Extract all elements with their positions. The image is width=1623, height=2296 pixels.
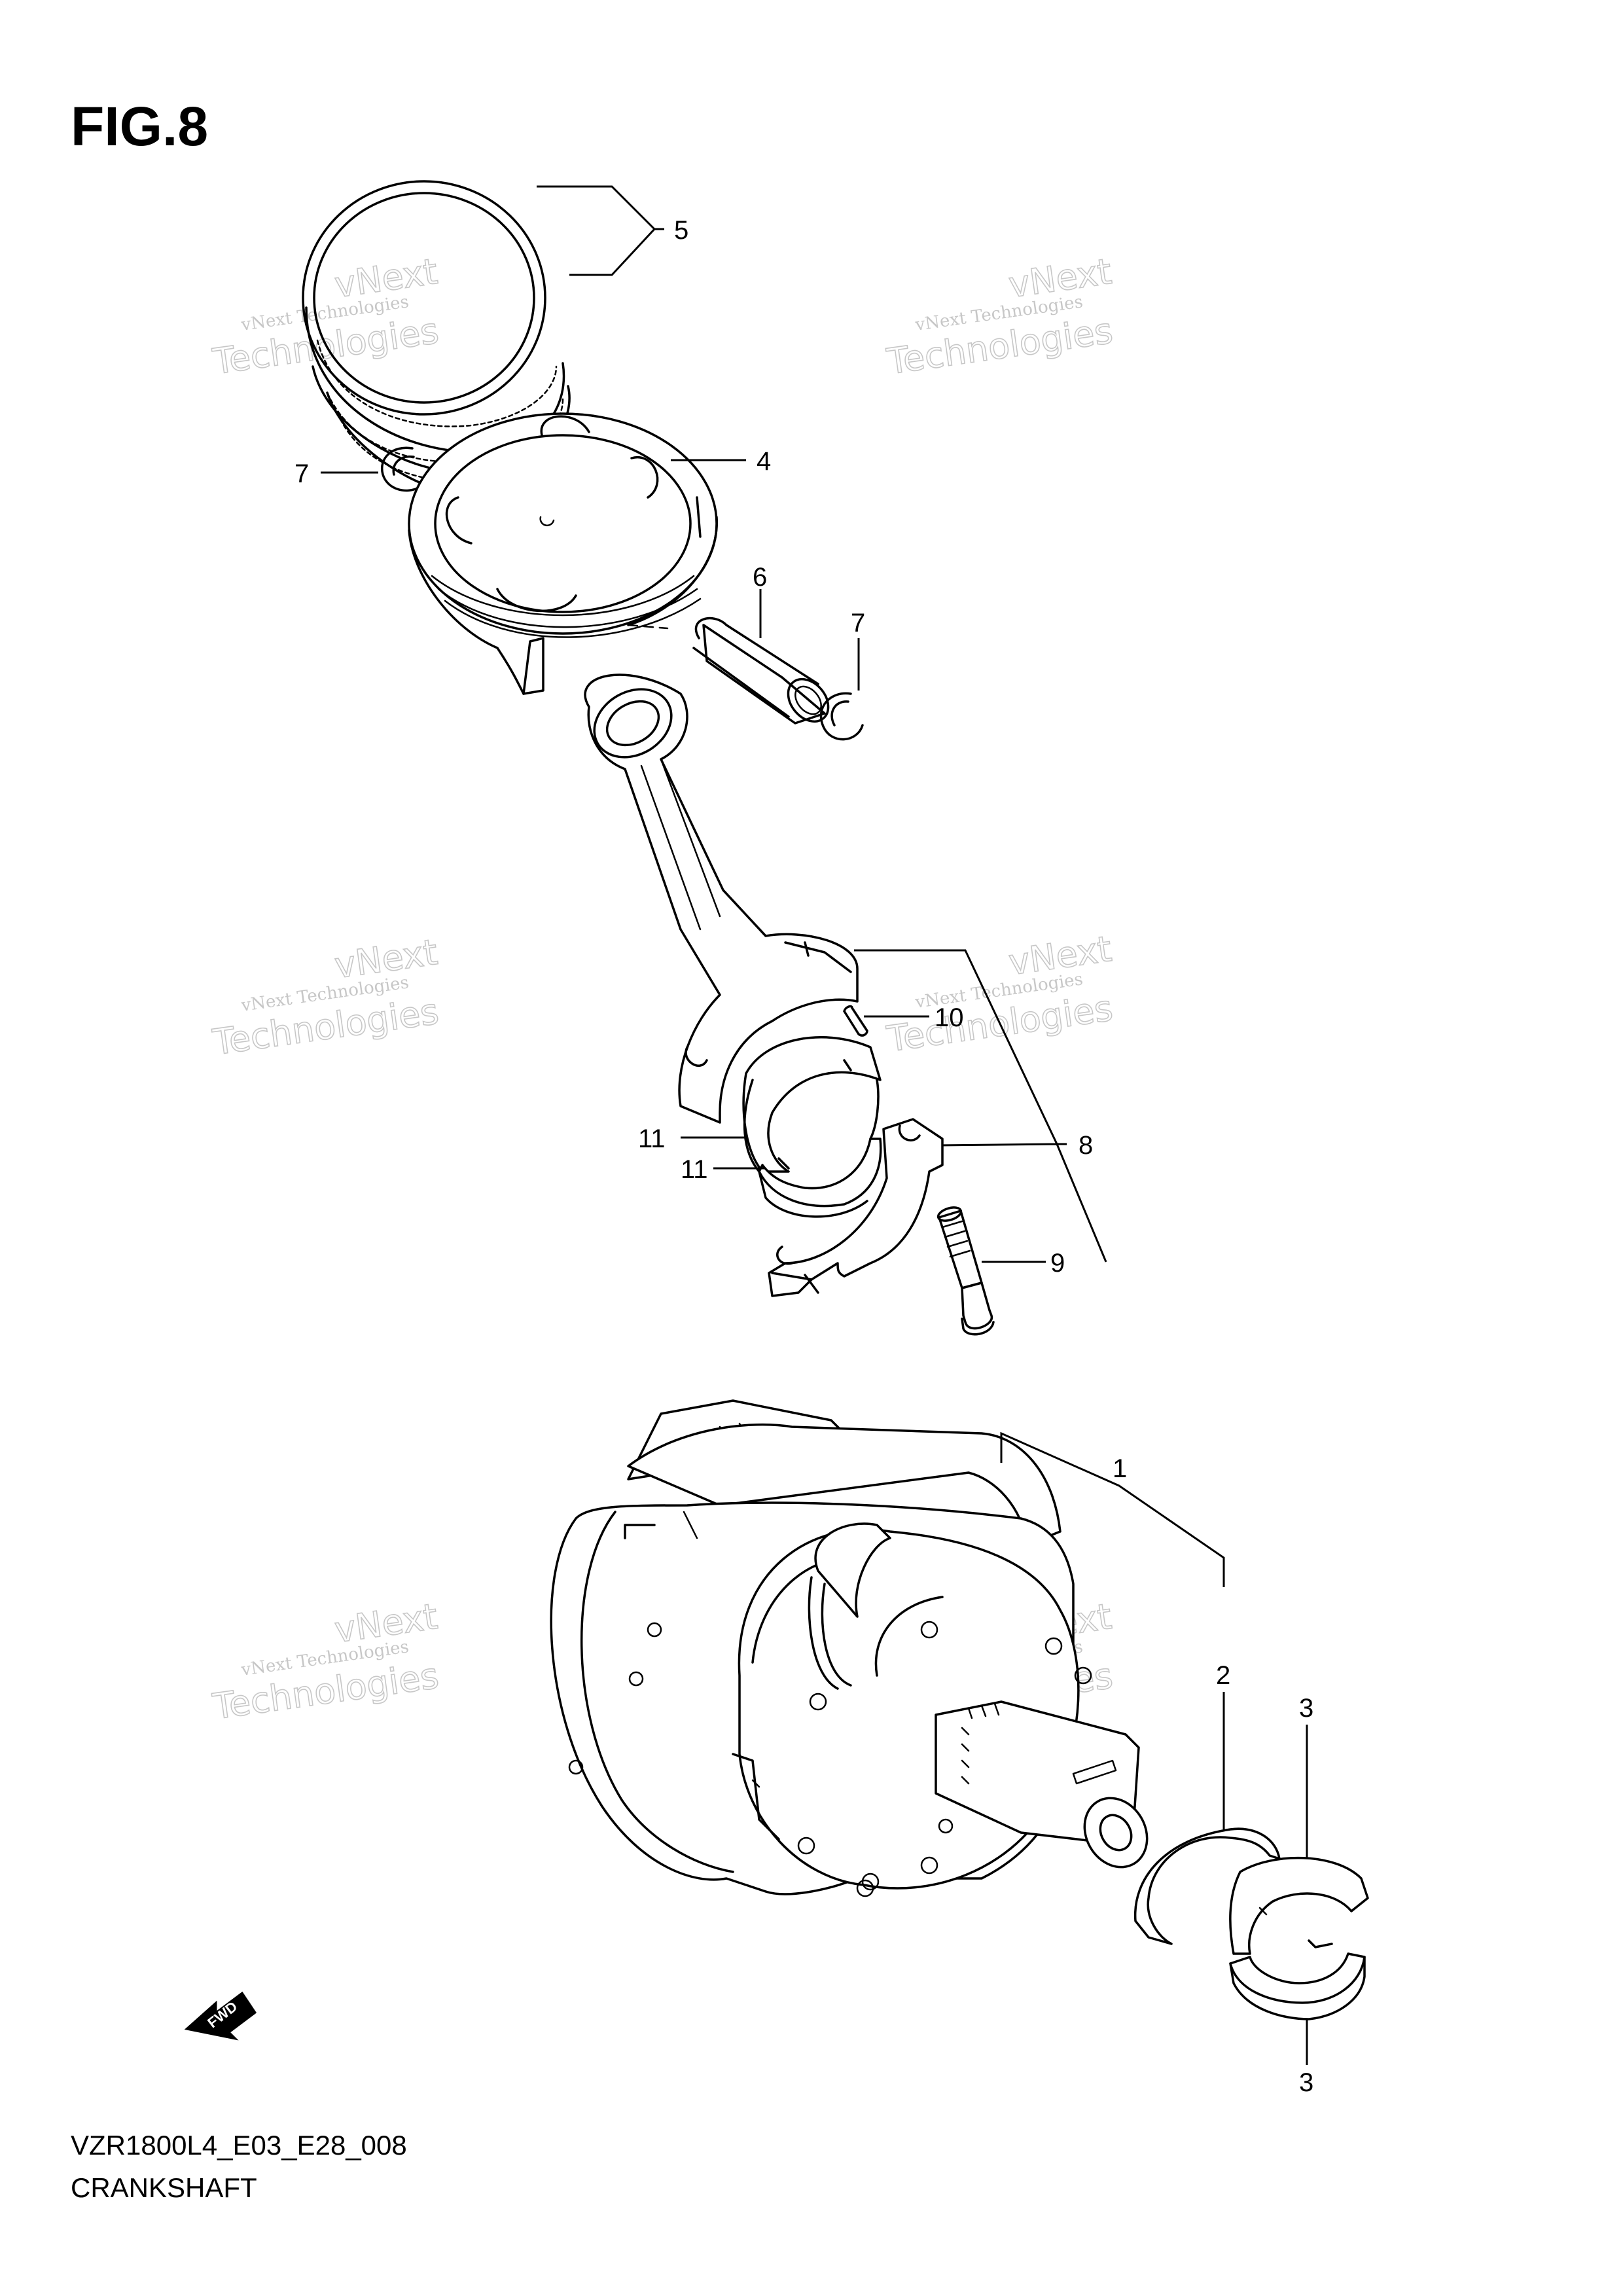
leader-5 <box>537 185 664 276</box>
svg-text:vNext: vNext <box>332 931 440 986</box>
callout-3a: 3 <box>1299 1694 1313 1723</box>
figure-code: VZR1800L4_E03_E28_008 <box>71 2130 407 2161</box>
svg-text:vNext: vNext <box>1006 928 1114 983</box>
conrod-bearing-lower <box>758 1138 882 1218</box>
callout-1: 1 <box>1113 1454 1127 1483</box>
leader-1 <box>1000 1431 1225 1587</box>
crankshaft <box>550 1399 1149 1897</box>
callout-8: 8 <box>1079 1131 1093 1160</box>
callout-11a: 11 <box>638 1124 666 1153</box>
watermark: vNext Technologies Technologies vNext <box>209 1595 442 1728</box>
piston-pin <box>692 617 830 725</box>
watermark: vNext Technologies Technologies vNext <box>883 250 1116 383</box>
figure-name: CRANKSHAFT <box>71 2172 257 2203</box>
callout-7a: 7 <box>294 459 309 488</box>
conrod-bearing-upper <box>742 1036 882 1173</box>
callout-5: 5 <box>674 216 688 245</box>
callout-4: 4 <box>757 447 771 476</box>
connecting-rod <box>584 673 859 1124</box>
callout-9: 9 <box>1050 1249 1065 1278</box>
dowel-pin <box>843 1005 868 1037</box>
journal-bearing-upper <box>1229 1856 1369 1955</box>
callout-10: 10 <box>935 1003 964 1032</box>
leader-8 <box>854 949 1107 1263</box>
watermark: vNext Technologies Technologies vNext <box>883 927 1116 1060</box>
circlip-right <box>819 692 864 741</box>
svg-text:vNext: vNext <box>1006 251 1114 306</box>
journal-bearing-lower <box>1229 1939 1366 2020</box>
conrod-cap <box>768 1118 944 1297</box>
conrod-bolt <box>936 1206 995 1336</box>
watermark: vNext Technologies Technologies vNext <box>209 931 442 1064</box>
svg-text:vNext: vNext <box>332 1596 440 1651</box>
piston <box>408 412 718 695</box>
svg-text:vNext: vNext <box>332 251 440 306</box>
callout-11b: 11 <box>681 1155 708 1184</box>
callout-3b: 3 <box>1299 2068 1313 2097</box>
circlip-left <box>381 446 420 492</box>
callout-2: 2 <box>1216 1661 1230 1690</box>
callout-6: 6 <box>753 563 767 592</box>
callout-7b: 7 <box>851 609 865 637</box>
fwd-arrow-icon: FWD <box>184 1991 257 2041</box>
figure-title: FIG.8 <box>71 96 208 157</box>
